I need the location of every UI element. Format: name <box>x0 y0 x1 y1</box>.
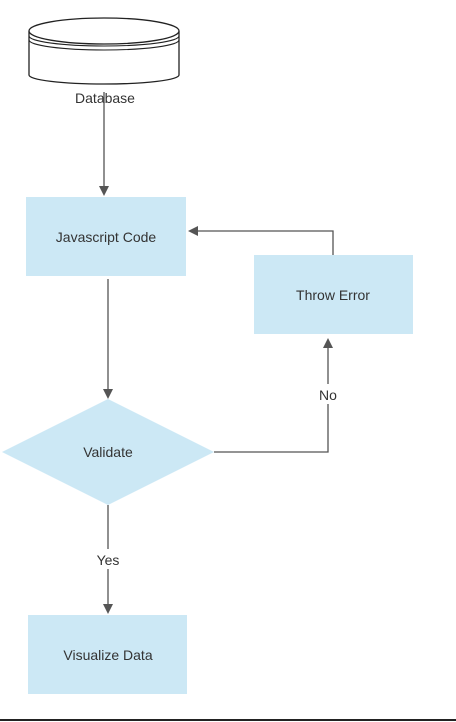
validate-diamond <box>2 399 214 505</box>
validate-label: Validate <box>83 444 133 460</box>
no-edge-label: No <box>319 387 337 403</box>
bottom-divider <box>0 719 456 721</box>
throw-error-label: Throw Error <box>296 287 370 303</box>
database-cylinder-top <box>28 17 180 45</box>
javascript-code-label: Javascript Code <box>56 229 157 245</box>
visualize-data-box <box>28 615 187 694</box>
edge-error-to-code <box>188 226 334 255</box>
edge-code-to-validate <box>103 279 113 399</box>
edge-validate-to-error: No <box>214 338 342 453</box>
database-node[interactable]: Database <box>28 17 180 106</box>
edge-database-to-code <box>99 92 109 196</box>
javascript-code-box <box>26 197 186 276</box>
javascript-code-node[interactable]: Javascript Code <box>26 197 186 276</box>
throw-error-box <box>254 255 413 334</box>
arrowhead <box>188 226 198 236</box>
database-label: Database <box>75 90 135 106</box>
arrowhead <box>323 338 333 348</box>
visualize-data-label: Visualize Data <box>63 647 152 663</box>
throw-error-node[interactable]: Throw Error <box>254 255 413 334</box>
arrowhead <box>103 389 113 399</box>
edge-validate-to-visualize: Yes <box>92 505 124 614</box>
arrowhead <box>99 186 109 196</box>
database-cylinder-rim-inner <box>28 39 180 51</box>
visualize-data-node[interactable]: Visualize Data <box>28 615 187 694</box>
validate-node[interactable]: Validate <box>2 399 214 505</box>
yes-edge-label: Yes <box>97 552 120 568</box>
database-cylinder-rim <box>28 35 180 47</box>
arrowhead <box>103 604 113 614</box>
